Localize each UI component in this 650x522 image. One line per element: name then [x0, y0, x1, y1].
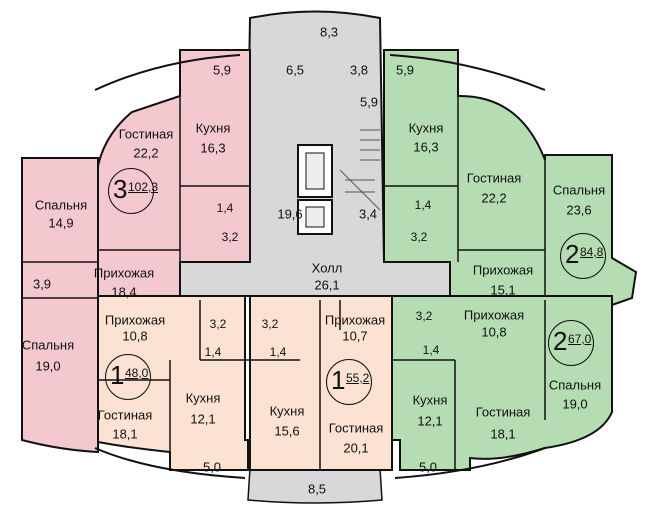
- living-tr-label: Гостиная: [466, 170, 522, 186]
- stair-area: 3,4: [358, 206, 378, 222]
- balcony-br-area: 5,0: [418, 459, 438, 475]
- bath-l-a-area: 1,4: [216, 201, 234, 215]
- living-bc-label: Гостиная: [328, 420, 384, 436]
- apartment-badge-1-center: 1 55,2: [326, 359, 372, 405]
- badge-area: 55,2: [346, 371, 370, 385]
- living-bl-label: Гостиная: [97, 407, 153, 423]
- kitchen-bc-label: Кухня: [269, 403, 305, 419]
- kitchen-bc-area: 15,6: [274, 423, 300, 439]
- bedroom-l1-label: Спальня: [34, 197, 88, 213]
- badge-rooms: 2: [565, 239, 580, 269]
- kitchen-br-area: 12,1: [417, 413, 443, 429]
- hall-r-label: Прихожая: [472, 262, 534, 278]
- bedroom-r2-area: 19,0: [562, 396, 588, 412]
- kitchen-bl-label: Кухня: [185, 390, 221, 406]
- bath-r-a-area: 1,4: [414, 198, 432, 212]
- kitchen-tl-area: 16,3: [200, 140, 226, 156]
- hall-bc-area: 10,7: [342, 328, 368, 344]
- badge-rooms: 1: [331, 365, 346, 395]
- living-br-label: Гостиная: [475, 404, 531, 420]
- bath-br-a-area: 3,2: [415, 309, 433, 323]
- bath-bl-a-area: 3,2: [209, 317, 227, 331]
- bedroom-r1-area: 23,6: [566, 202, 592, 218]
- upper-facade: [94, 54, 241, 91]
- lobby-left-area: 6,5: [285, 62, 305, 78]
- hall-br-area: 10,8: [481, 324, 507, 340]
- balcony-top-right-area: 5,9: [395, 62, 415, 78]
- hall-r-area: 15,1: [490, 282, 516, 298]
- bath-r-b-area: 3,2: [410, 230, 428, 244]
- bedroom-r2-label: Спальня: [548, 377, 602, 393]
- stair: [339, 129, 381, 211]
- stair-landing-area: 5,9: [359, 94, 379, 110]
- bath-bl-b-area: 1,4: [204, 345, 222, 359]
- apartment-1-left: [97, 295, 249, 471]
- kitchen-tl-label: Кухня: [195, 120, 231, 136]
- apartment-1-center: [249, 295, 393, 471]
- bedroom-l2-area: 19,0: [35, 358, 61, 374]
- living-bc-area: 20,1: [343, 440, 369, 456]
- apartment-badge-3: 3 102,3: [108, 168, 158, 214]
- lift-hall-area: 19,6: [277, 206, 303, 222]
- lower-facade-left: [94, 447, 246, 479]
- living-tr-area: 22,2: [481, 190, 507, 206]
- balcony-top-left-area: 5,9: [212, 62, 232, 78]
- bedroom-l1-area: 14,9: [48, 215, 74, 231]
- living-bl-area: 18,1: [112, 426, 138, 442]
- upper-facade-right: [389, 54, 546, 91]
- hall-l-area: 18,4: [111, 284, 137, 300]
- badge-rooms: 2: [553, 326, 568, 356]
- badge-rooms: 1: [110, 360, 125, 390]
- kitchen-tr-label: Кухня: [408, 120, 444, 136]
- interior-walls: [22, 96, 546, 470]
- bath-br-b-area: 1,4: [422, 343, 440, 357]
- living-tl-area: 22,2: [133, 145, 159, 161]
- apartment-badge-2-lower: 2 67,0: [548, 320, 594, 366]
- lower-facade-right: [394, 447, 546, 479]
- bedroom-r1-label: Спальня: [552, 182, 606, 198]
- bath-l-b-area: 3,2: [221, 230, 239, 244]
- kitchen-br-label: Кухня: [412, 392, 448, 408]
- corridor-area: 26,1: [314, 277, 340, 293]
- bath-bc-b-area: 1,4: [269, 345, 287, 359]
- living-br-area: 18,1: [490, 426, 516, 442]
- hall-l-label: Прихожая: [93, 265, 155, 281]
- kitchen-tr-area: 16,3: [413, 139, 439, 155]
- badge-area: 84,8: [580, 245, 604, 259]
- closet-l-area: 3,9: [32, 276, 52, 292]
- hall-bl-label: Прихожая: [104, 312, 166, 328]
- hall-br-label: Прихожая: [463, 307, 525, 323]
- elevator-shafts: [297, 144, 333, 235]
- bedroom-l2-label: Спальня: [21, 337, 75, 353]
- kitchen-bl-area: 12,1: [190, 411, 216, 427]
- hall-bc-label: Прихожая: [324, 312, 386, 328]
- living-tl-label: Гостиная: [118, 126, 174, 142]
- apartment-3-bedrooms: [21, 157, 99, 454]
- badge-area: 48,0: [125, 366, 149, 380]
- apartment-badge-2-upper: 2 84,8: [560, 233, 606, 279]
- apartment-badge-1-left: 1 48,0: [105, 354, 151, 400]
- corridor-label: Холл: [311, 260, 343, 276]
- lobby-right-area: 3,8: [349, 62, 369, 78]
- terrace-top-area: 8,3: [319, 24, 339, 40]
- badge-area: 67,0: [568, 332, 592, 346]
- hall-bl-area: 10,8: [122, 328, 148, 344]
- terrace-bottom-area: 8,5: [307, 481, 327, 497]
- bottom-terrace: [247, 467, 383, 504]
- bath-bc-a-area: 3,2: [261, 317, 279, 331]
- badge-area: 102,3: [128, 180, 159, 194]
- balcony-bl-area: 5,0: [202, 459, 222, 475]
- badge-rooms: 3: [113, 174, 128, 204]
